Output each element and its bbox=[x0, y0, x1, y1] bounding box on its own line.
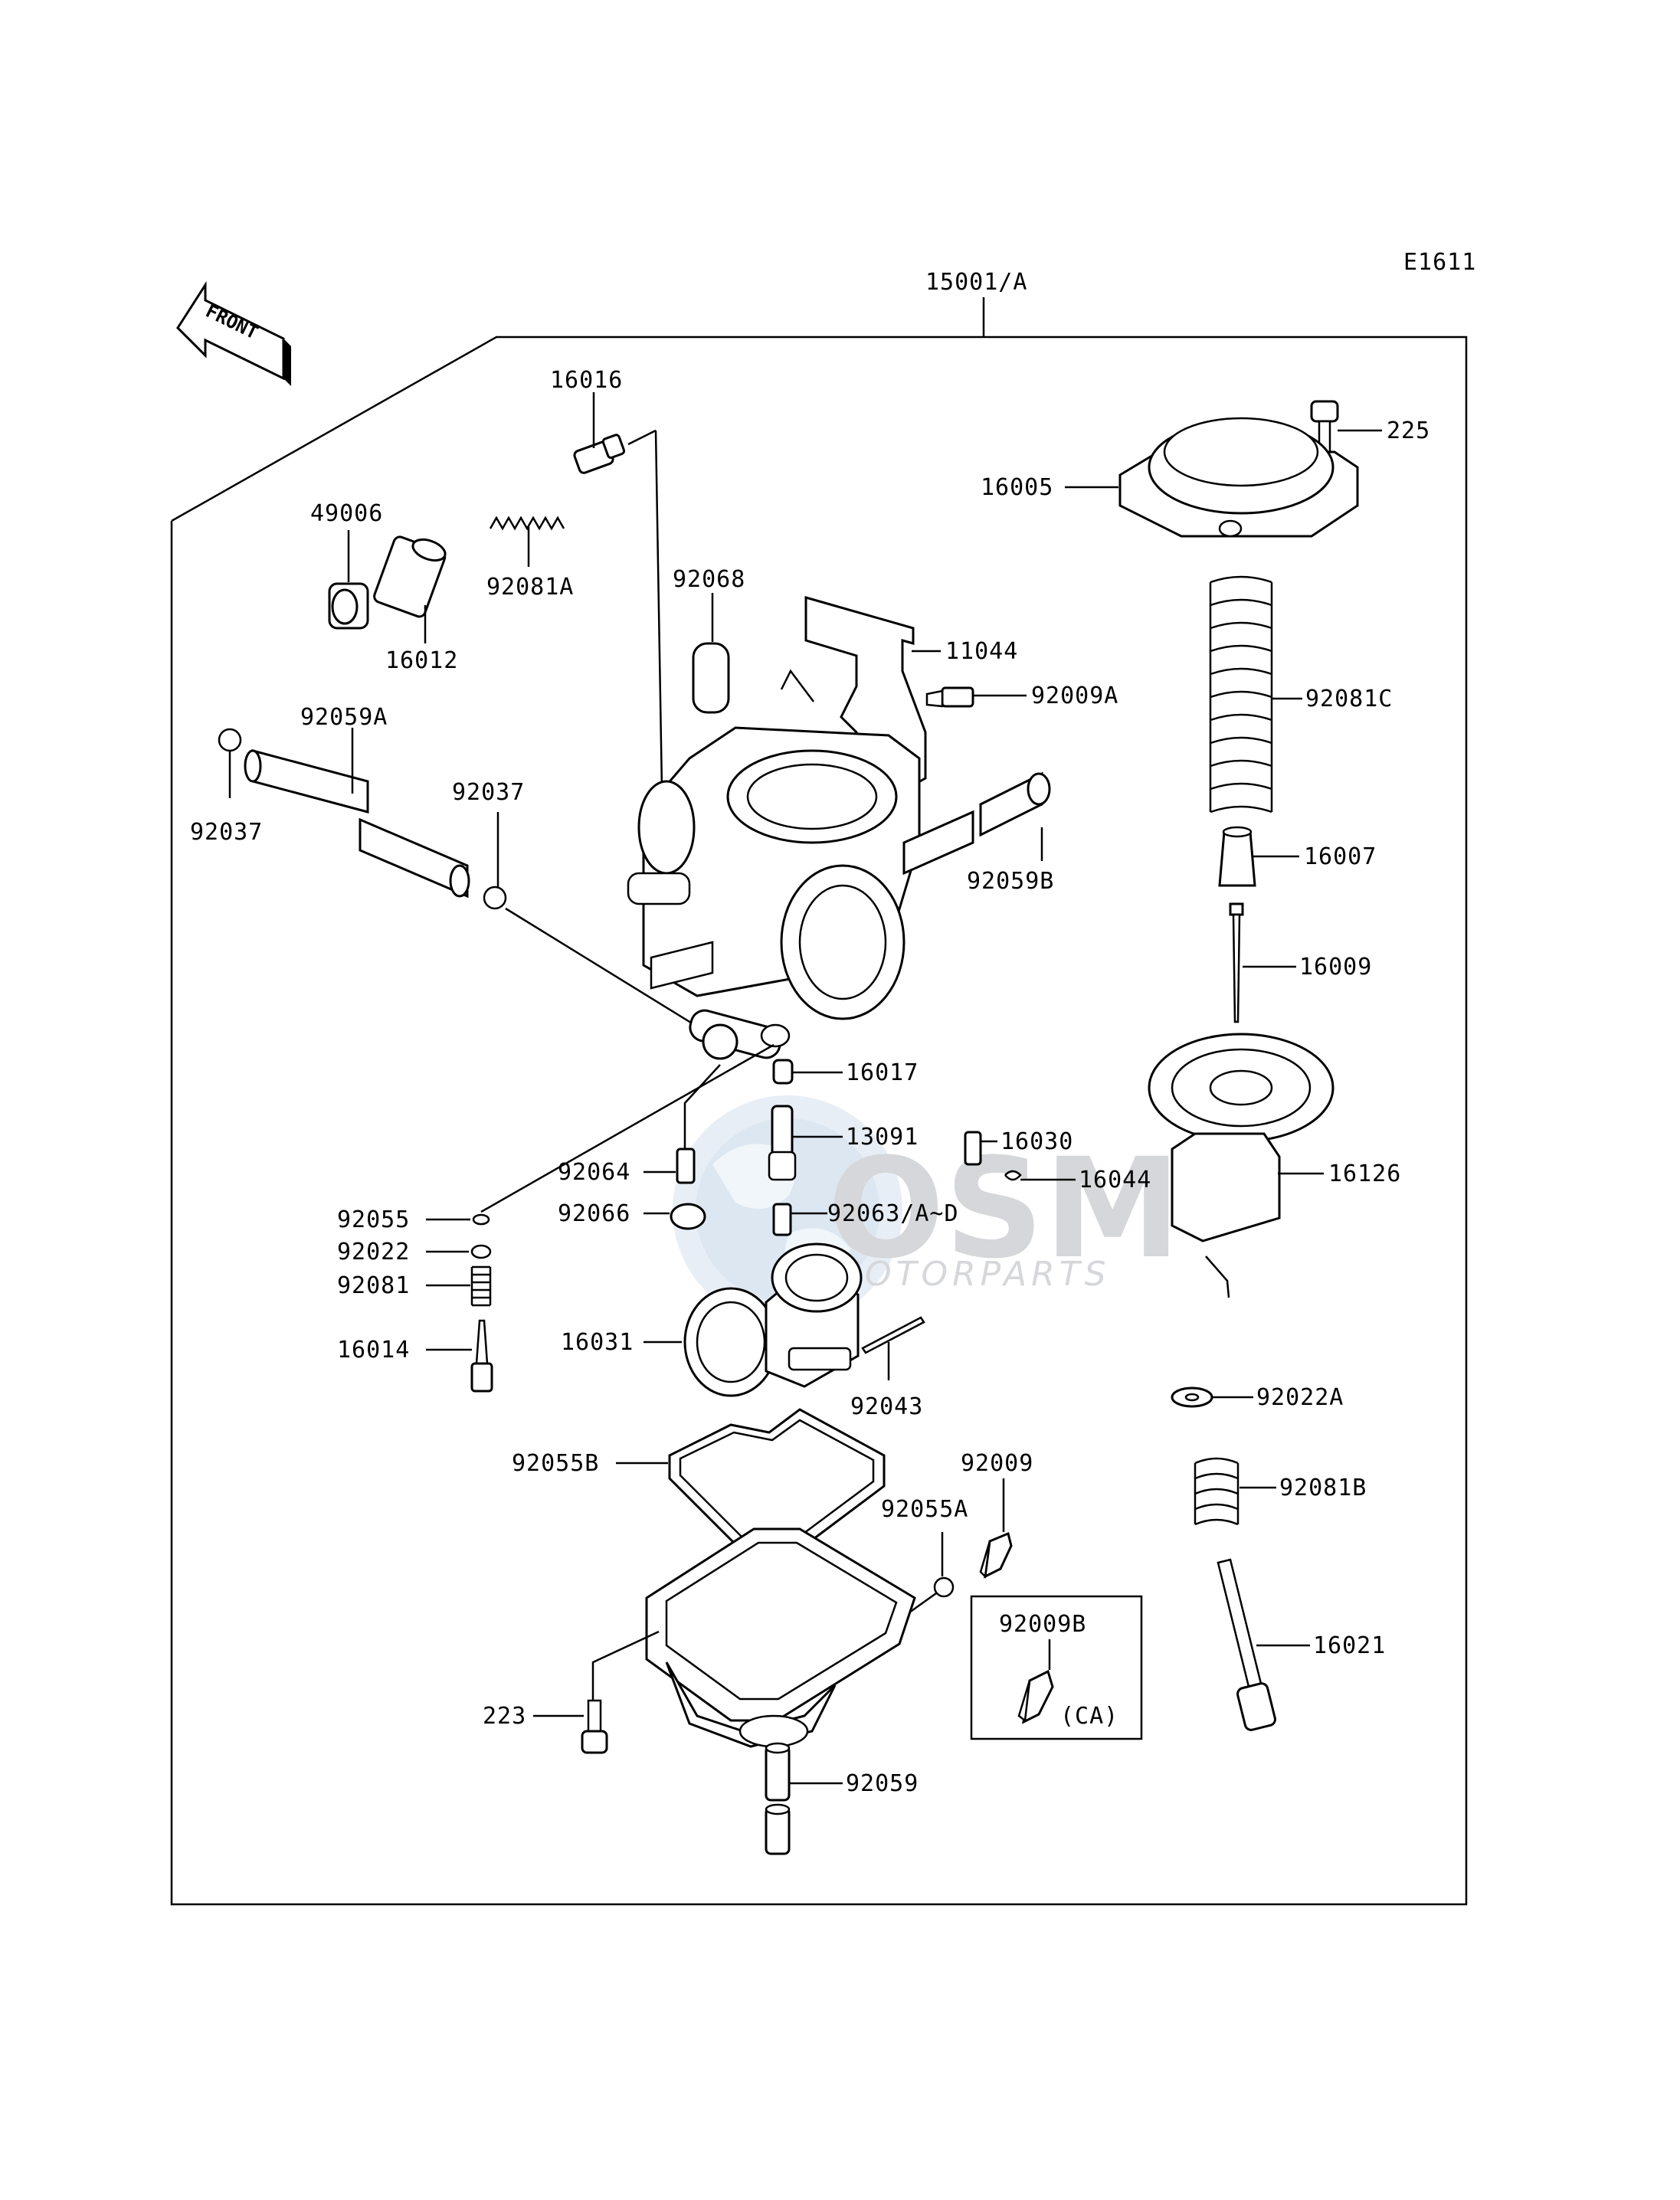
label-16021: 16021 bbox=[1313, 1632, 1386, 1659]
part-92009A-icon bbox=[925, 686, 974, 708]
label-92059: 92059 bbox=[846, 1770, 919, 1797]
part-92037-mid-icon bbox=[483, 886, 507, 910]
label-16016: 16016 bbox=[550, 367, 623, 394]
watermark-subtitle: MOTORPARTS bbox=[831, 1255, 1111, 1294]
part-16007-icon bbox=[1218, 826, 1256, 887]
label-13091: 13091 bbox=[846, 1124, 919, 1151]
label-16005: 16005 bbox=[981, 474, 1053, 501]
part-92043-icon bbox=[861, 1316, 925, 1354]
part-16014-icon bbox=[470, 1319, 493, 1393]
part-92081-icon bbox=[470, 1265, 492, 1307]
part-225-icon bbox=[1310, 400, 1339, 453]
label-223: 223 bbox=[483, 1703, 526, 1730]
label-16009: 16009 bbox=[1299, 954, 1372, 981]
part-16017-icon bbox=[772, 1059, 794, 1085]
part-92063-icon bbox=[772, 1203, 792, 1236]
part-223-icon bbox=[581, 1699, 608, 1754]
label-92064: 92064 bbox=[558, 1159, 630, 1186]
label-92059A: 92059A bbox=[300, 704, 388, 731]
part-92059B-icon bbox=[902, 771, 1051, 876]
label-92081C: 92081C bbox=[1305, 686, 1393, 712]
watermark-brand: OSM bbox=[827, 1129, 1181, 1289]
label-49006: 49006 bbox=[310, 500, 383, 527]
part-92055A-icon bbox=[933, 1576, 955, 1598]
label-92081A: 92081A bbox=[486, 574, 574, 601]
part-92068-icon bbox=[692, 642, 730, 714]
label-16014: 16014 bbox=[337, 1337, 410, 1364]
label-92066: 92066 bbox=[558, 1200, 630, 1227]
label-92043: 92043 bbox=[850, 1393, 923, 1420]
assembly-label: 15001/A bbox=[925, 269, 1027, 296]
float-bowl-icon bbox=[645, 1527, 916, 1748]
part-92081A-icon bbox=[489, 516, 565, 531]
part-92064-icon bbox=[676, 1147, 696, 1184]
label-16044: 16044 bbox=[1079, 1167, 1151, 1193]
label-92022: 92022 bbox=[337, 1239, 410, 1265]
front-arrow-icon: FRONT bbox=[176, 280, 291, 386]
part-92055B-icon bbox=[668, 1408, 886, 1557]
diagram-code: E1611 bbox=[1403, 249, 1476, 276]
part-92009B-icon bbox=[1017, 1669, 1054, 1724]
part-92066-icon bbox=[670, 1203, 706, 1230]
part-49006-icon bbox=[328, 582, 369, 630]
carburetor-body-icon bbox=[627, 726, 921, 1060]
part-16005-icon bbox=[1118, 417, 1359, 538]
part-16009-icon bbox=[1229, 902, 1244, 1023]
part-92081C-icon bbox=[1209, 575, 1273, 814]
label-92068: 92068 bbox=[673, 566, 745, 593]
part-92059-icon bbox=[765, 1742, 791, 1855]
part-92022A-icon bbox=[1171, 1386, 1213, 1408]
variant-box bbox=[970, 1595, 1143, 1740]
label-92009: 92009 bbox=[961, 1450, 1033, 1477]
part-16016-icon bbox=[573, 434, 626, 474]
label-92081: 92081 bbox=[337, 1272, 410, 1299]
label-92009B: 92009B bbox=[999, 1611, 1086, 1638]
part-92037-left-icon bbox=[218, 728, 242, 752]
label-92063: 92063/A~D bbox=[827, 1200, 959, 1227]
label-92037-left: 92037 bbox=[190, 819, 263, 846]
part-16030-icon bbox=[964, 1131, 982, 1166]
part-16044-icon bbox=[1004, 1170, 1022, 1181]
label-11044: 11044 bbox=[945, 638, 1018, 665]
label-16030: 16030 bbox=[1000, 1128, 1073, 1155]
label-92055: 92055 bbox=[337, 1206, 410, 1233]
part-16021-icon bbox=[1217, 1558, 1276, 1731]
label-225: 225 bbox=[1387, 417, 1430, 444]
part-16031-icon bbox=[683, 1242, 863, 1397]
label-92055A: 92055A bbox=[881, 1496, 968, 1523]
part-92081B-icon bbox=[1194, 1457, 1240, 1526]
label-92037-mid: 92037 bbox=[452, 779, 525, 806]
part-92022-icon bbox=[470, 1244, 492, 1259]
label-92055B: 92055B bbox=[512, 1450, 599, 1477]
part-92055-icon bbox=[472, 1213, 490, 1226]
part-92009-icon bbox=[979, 1531, 1013, 1579]
label-92009A: 92009A bbox=[1031, 683, 1118, 709]
label-16126: 16126 bbox=[1328, 1161, 1401, 1187]
label-92022A: 92022A bbox=[1256, 1384, 1344, 1411]
variant-note: (CA) bbox=[1060, 1703, 1118, 1730]
label-16031: 16031 bbox=[561, 1329, 634, 1356]
label-16007: 16007 bbox=[1304, 843, 1377, 870]
label-16017: 16017 bbox=[846, 1059, 919, 1086]
label-92059B: 92059B bbox=[967, 868, 1054, 895]
part-16126-icon bbox=[1148, 1033, 1335, 1242]
label-92081B: 92081B bbox=[1279, 1475, 1367, 1501]
part-16012-icon bbox=[373, 535, 447, 618]
label-16012: 16012 bbox=[385, 647, 458, 674]
assembly-frame bbox=[170, 336, 1468, 1906]
part-92059A-icon bbox=[244, 749, 470, 899]
part-13091-icon bbox=[768, 1105, 797, 1181]
